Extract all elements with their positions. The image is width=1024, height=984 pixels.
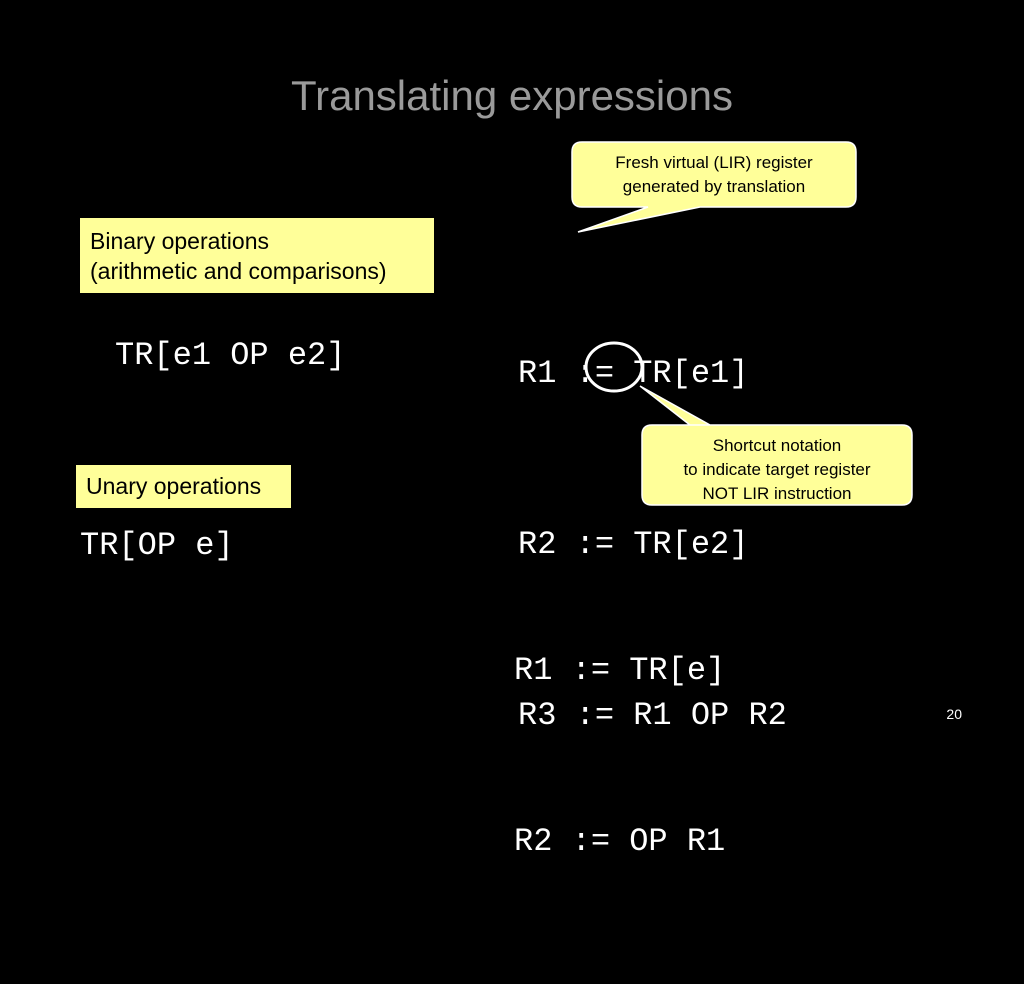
callout-shortcut-line: NOT LIR instruction — [702, 484, 852, 503]
callout-graphics — [571, 141, 913, 506]
binary-expression: TR[e1 OP e2] — [115, 337, 346, 374]
callout-fresh-line: generated by translation — [622, 177, 806, 196]
assign-highlight-circle — [584, 341, 644, 393]
callout-fresh-text: Fresh virtual (LIR) register generated b… — [572, 151, 856, 199]
binary-translation: R1 := TR[e1] R2 := TR[e2] R3 := R1 OP R2 — [518, 231, 787, 858]
callout-fresh-balloon — [571, 141, 857, 233]
binary-operations-label: Binary operations (arithmetic and compar… — [80, 218, 434, 293]
code-line: R2 := OP R1 — [514, 823, 726, 860]
unary-expression: TR[OP e] — [80, 527, 234, 564]
callout-fresh-line: Fresh virtual (LIR) register — [615, 153, 813, 172]
code-line: R2 := TR[e2] — [518, 526, 749, 563]
callout-shortcut-line: Shortcut notation — [712, 436, 842, 455]
unary-translation: R1 := TR[e] R2 := OP R1 — [514, 528, 725, 984]
slide-title: Translating expressions — [291, 72, 733, 119]
callout-shortcut-balloon — [639, 385, 913, 506]
code-line: R1 := TR[e1] — [518, 355, 749, 392]
slide-number: 20 — [946, 706, 962, 722]
binary-label-line: Binary operations — [90, 228, 269, 254]
binary-label-line: (arithmetic and comparisons) — [90, 258, 387, 284]
slide: Translating expressions Fresh virtual (L… — [76, 72, 962, 860]
code-line: R3 := R1 OP R2 — [518, 697, 787, 734]
callout-shortcut-line: to indicate target register — [683, 460, 871, 479]
unary-operations-label: Unary operations — [76, 465, 291, 508]
callout-shortcut-text: Shortcut notation to indicate target reg… — [642, 434, 912, 506]
code-line: R1 := TR[e] — [514, 652, 726, 689]
